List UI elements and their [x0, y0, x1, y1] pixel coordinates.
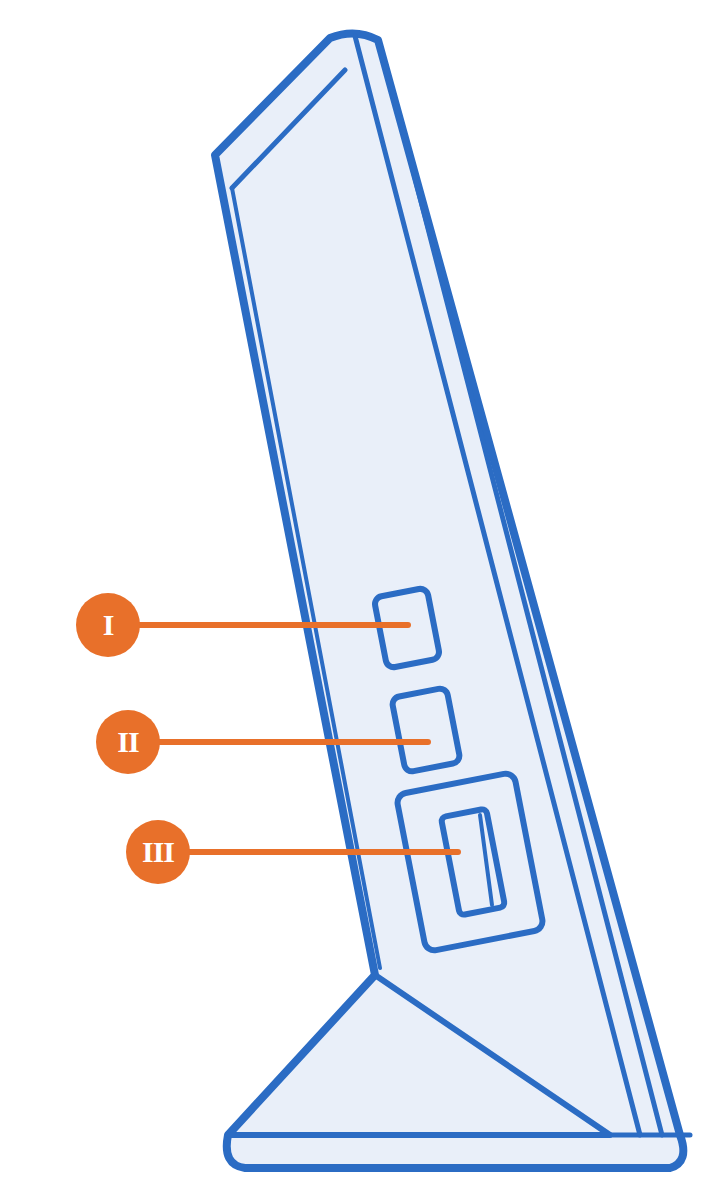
- stand: [228, 975, 610, 1135]
- callout-number: I: [76, 593, 140, 657]
- leader-line: [140, 739, 428, 745]
- port: [391, 687, 460, 772]
- leader-line: [120, 622, 408, 628]
- port-frame: [396, 772, 544, 952]
- usb-port: [480, 815, 492, 905]
- usb-port: [441, 809, 505, 916]
- edge-line: [232, 70, 345, 188]
- callout-number: III: [126, 820, 190, 884]
- device-body: [215, 33, 683, 1168]
- leader-line: [170, 849, 458, 855]
- base-line: [228, 1133, 690, 1138]
- edge-line: [355, 36, 640, 1135]
- callout-number: II: [96, 710, 160, 774]
